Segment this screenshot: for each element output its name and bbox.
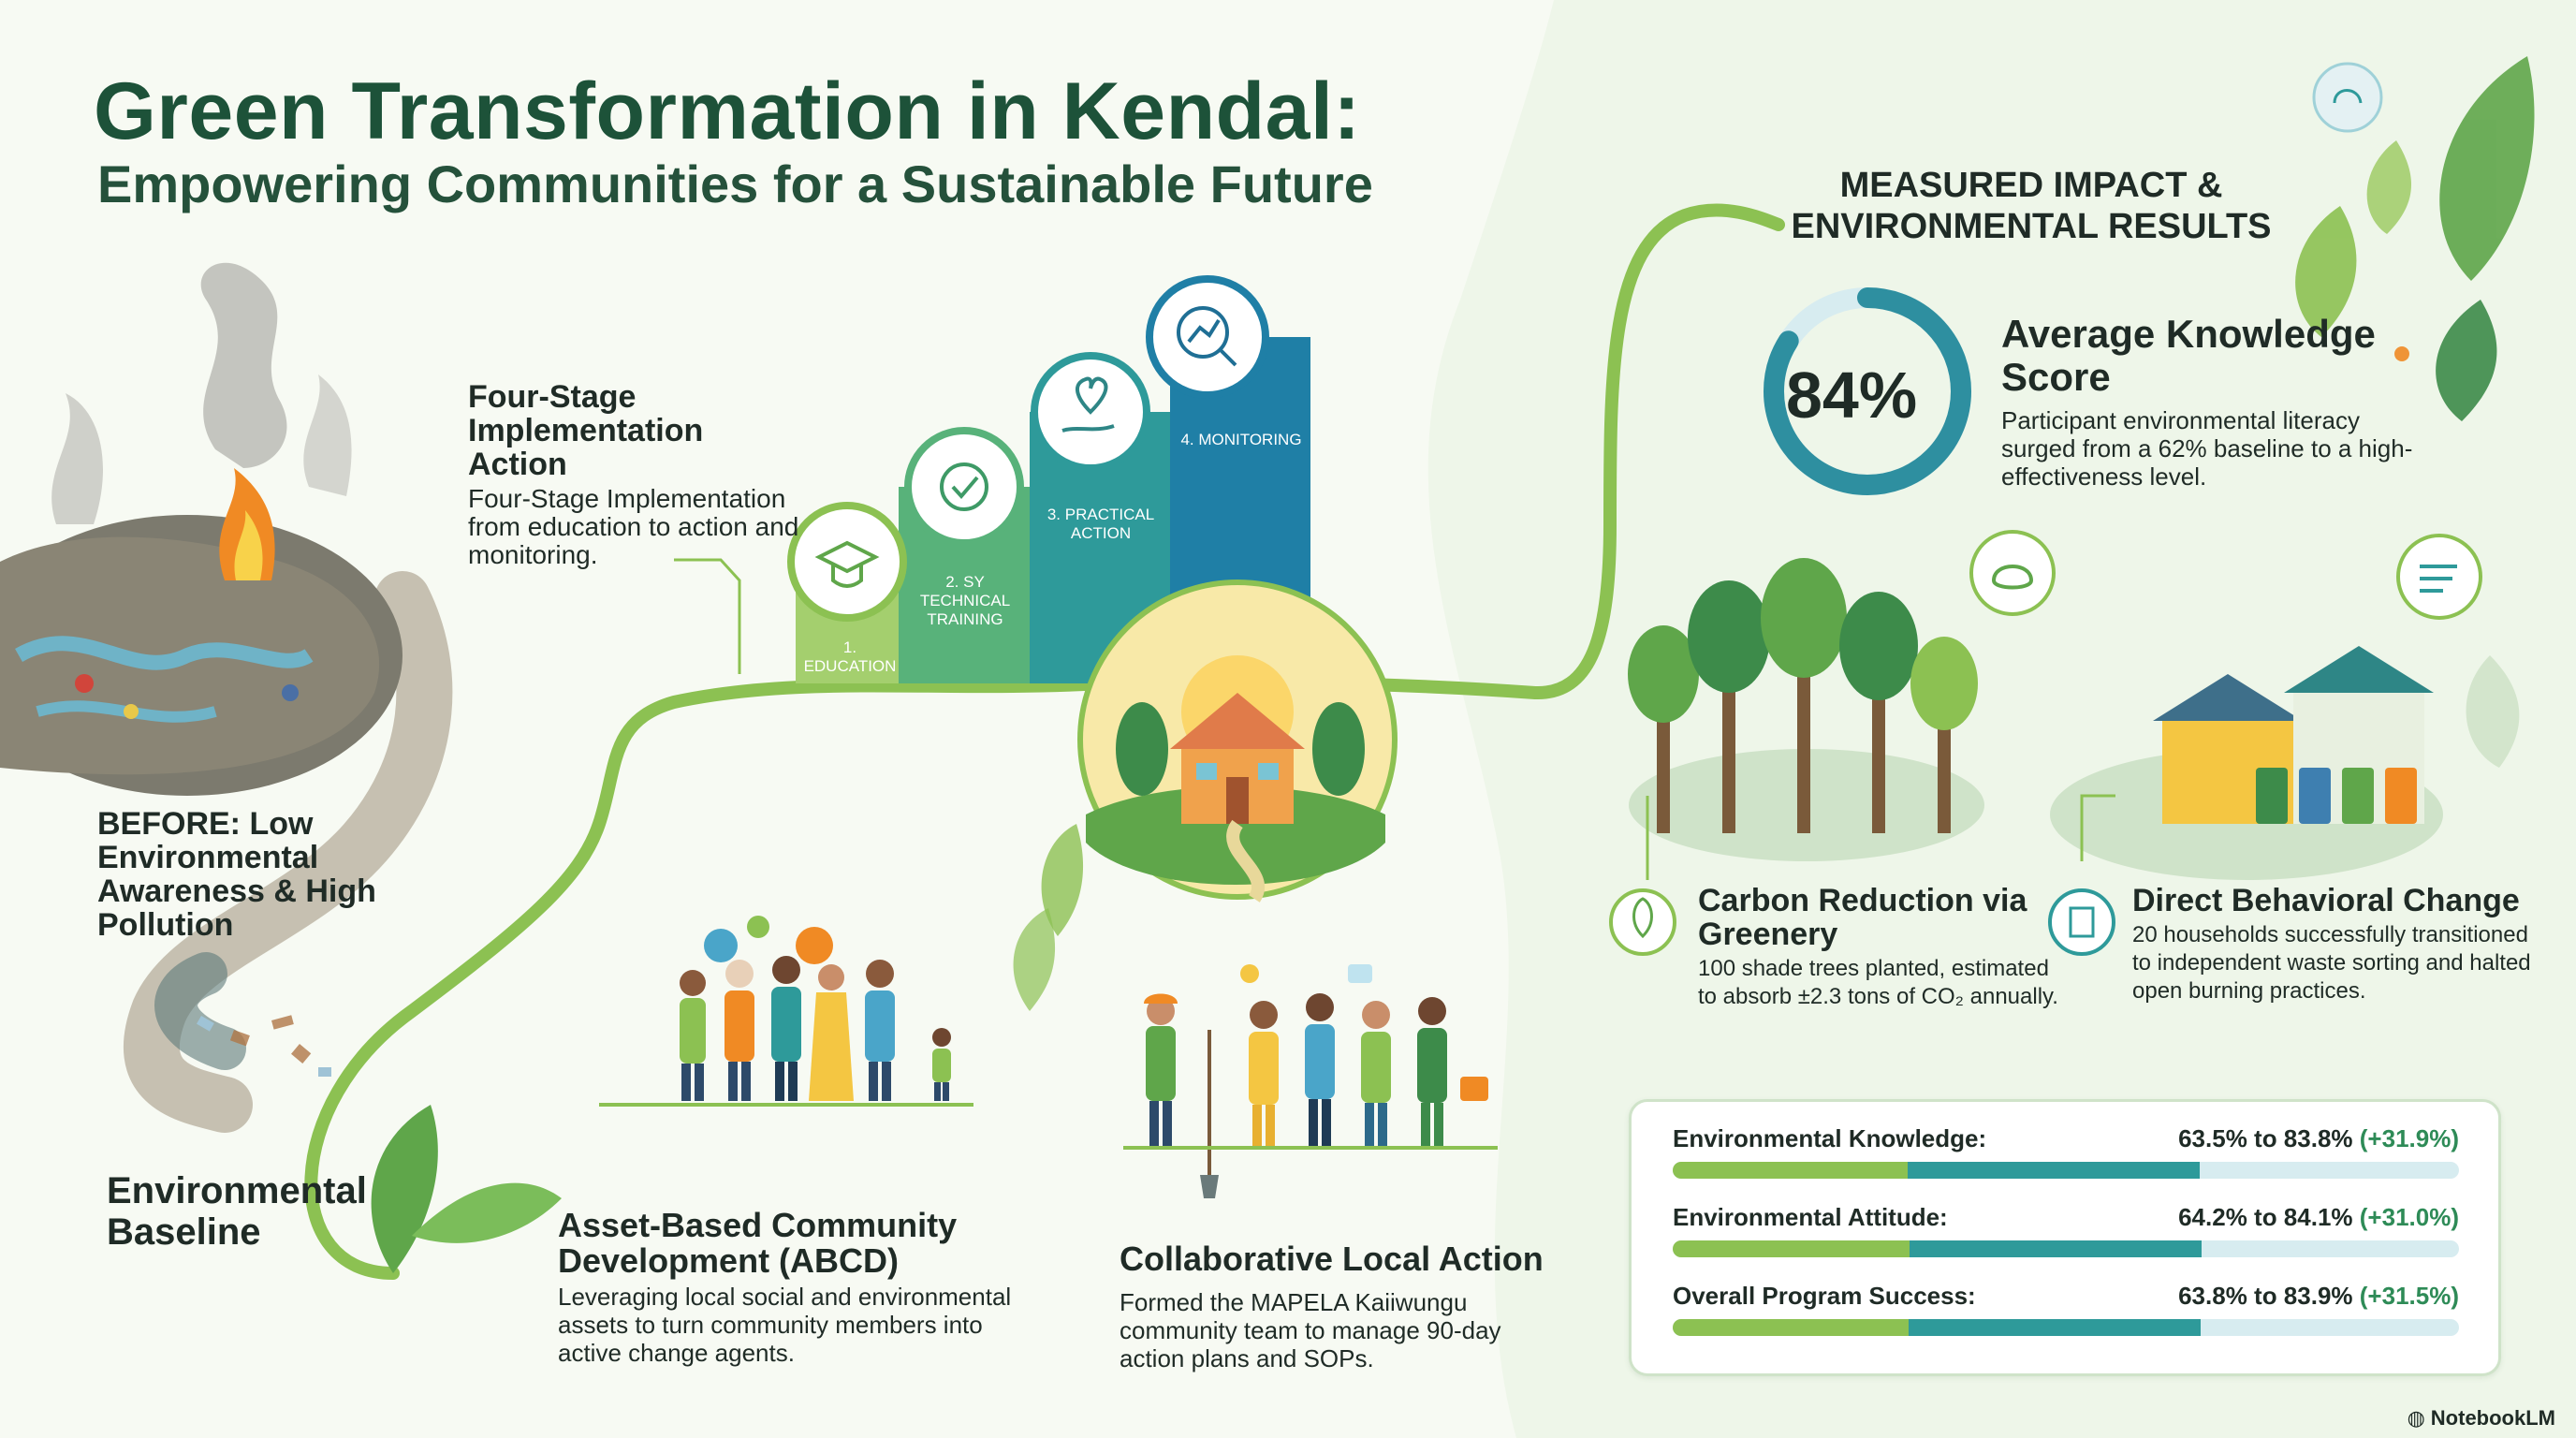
stat-range: 63.8% to 83.9% [2178,1282,2353,1310]
polluted-landscape-illustration [0,262,402,796]
leaf-decor [2295,56,2535,768]
journey-path [304,203,1785,1280]
worker-group-illustration [1123,964,1498,1198]
stage-label-3: 3. PRACTICAL ACTION [1046,506,1155,542]
stage-label-4: 4. MONITORING [1180,431,1302,448]
stat-bar [1673,1240,2459,1257]
score-value: 84% [1786,359,1918,432]
stat-bar [1673,1162,2459,1179]
stat-bar-gain [1907,1162,2201,1179]
gear-check-icon [940,462,988,511]
stat-bar-base [1673,1240,1910,1257]
sprout-illustration [371,824,1084,1273]
abcd-description: Leveraging local social and environmenta… [558,1283,1012,1367]
magnifier-chart-icon [1177,306,1237,367]
polluted-path [124,571,453,1133]
behavior-description: 20 households successfully transitioned … [2132,922,2531,1004]
stats-panel: Environmental Knowledge: 63.5% to 83.8% … [1629,1099,2501,1376]
stat-bar-base [1673,1162,1908,1179]
baseline-title: Environmental Baseline [107,1170,367,1253]
stat-label: Overall Program Success: [1673,1282,1976,1310]
stat-delta: (+31.9%) [2359,1124,2459,1152]
four-stage-title: Four-Stage Implementation Action [468,379,704,482]
stat-range: 63.5% to 83.8% [2178,1124,2353,1152]
score-ring [1764,287,1971,495]
page-subtitle: Empowering Communities for a Sustainable… [97,154,1373,213]
stat-label: Environmental Knowledge: [1673,1124,1987,1152]
stat-bar-base [1673,1319,1909,1336]
stat-delta: (+31.0%) [2359,1203,2459,1231]
stage-label-2: 2. SY TECHNICAL TRAINING [919,573,1011,628]
abcd-title: Asset-Based Community Development (ABCD) [558,1206,958,1280]
four-stage-description: Four-Stage Implementation from education… [468,484,799,569]
stat-range: 64.2% to 84.1% [2178,1203,2353,1231]
stat-label: Environmental Attitude: [1673,1203,1948,1231]
brand-label: ◍NotebookLM [2408,1406,2555,1431]
stat-bar-gain [1910,1240,2203,1257]
carbon-description: 100 shade trees planted, estimated to ab… [1698,956,2058,1009]
leaf-icon [1632,897,1653,939]
houses-bins-illustration [2050,534,2482,880]
score-description: Participant environmental literacy surge… [2001,406,2413,491]
green-house-illustration [1077,580,1398,902]
trees-illustration [1628,530,2056,861]
collab-title: Collaborative Local Action [1120,1240,1544,1278]
carbon-title: Carbon Reduction via Greenery [1698,883,2027,952]
notebooklm-icon: ◍ [2407,1406,2425,1430]
stat-bar-gain [1908,1319,2201,1336]
stat-value: 63.8% to 83.9% (+31.5%) [2178,1282,2459,1311]
stat-delta: (+31.5%) [2359,1282,2459,1310]
graduation-cap-icon [814,540,880,588]
before-title: BEFORE: Low Environmental Awareness & Hi… [97,806,376,943]
behavior-title: Direct Behavioral Change [2132,883,2520,918]
stage-label-1: 1. EDUCATION [803,638,897,675]
impact-title: MEASURED IMPACT & ENVIRONMENTAL RESULTS [1791,166,2272,246]
collab-description: Formed the MAPELA Kaiiwungu community te… [1120,1288,1501,1372]
stat-value: 64.2% to 84.1% (+31.0%) [2178,1203,2459,1232]
brand-text: NotebookLM [2430,1406,2555,1430]
community-group-illustration [599,916,973,1107]
heart-hand-icon [1061,376,1115,433]
page-title: Green Transformation in Kendal: [94,66,1361,156]
stat-bar [1673,1319,2459,1336]
score-title: Average Knowledge Score [2001,312,2376,399]
stat-value: 63.5% to 83.8% (+31.9%) [2178,1124,2459,1153]
